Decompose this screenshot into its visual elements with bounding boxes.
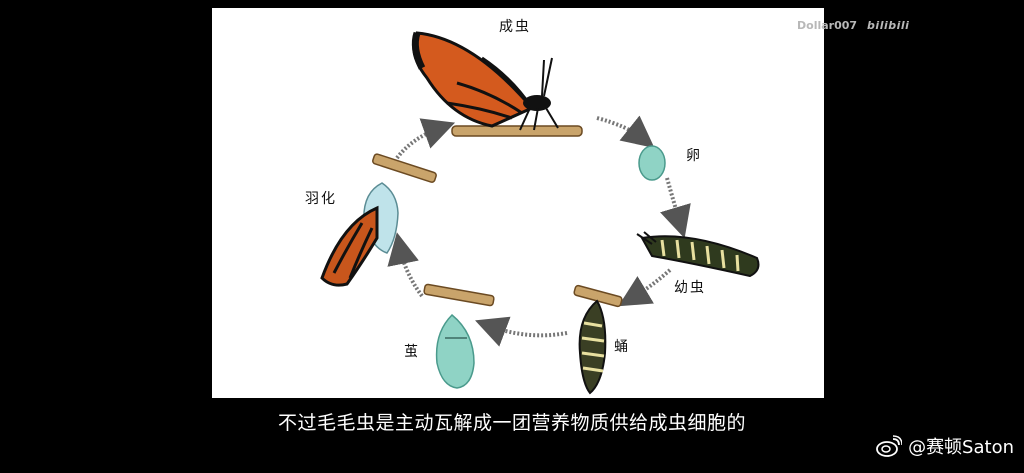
arrow-pupa-to-cocoon [475, 316, 568, 347]
weibo-icon [876, 435, 903, 457]
watermark-author: Dollar007 [797, 19, 858, 32]
arrow-larva-to-pupa [618, 268, 672, 307]
larva [636, 231, 760, 278]
watermark-platform: bilibili [867, 19, 910, 32]
stage-label-cocoon: 茧 [404, 344, 418, 360]
arrow-eclosion-to-adult [395, 118, 456, 160]
stage-label-larva: 幼虫 [674, 280, 706, 296]
stage-label-adult: 成虫 [499, 19, 531, 35]
arrow-egg-to-larva [660, 177, 691, 239]
arrow-cocoon-to-eclosion [387, 232, 424, 298]
arrow-adult-to-egg [596, 115, 655, 148]
adult-butterfly [411, 31, 583, 137]
stage-label-egg: 卵 [686, 148, 700, 164]
account-watermark: @赛顿Saton [876, 433, 1014, 459]
watermark: Dollar007 bilibili [797, 19, 909, 32]
egg [638, 145, 666, 181]
lifecycle-image: 成虫 卵 幼虫 蛹 茧 羽化 [212, 8, 824, 398]
stage-label-pupa: 蛹 [614, 339, 628, 355]
pupa-chrysalis [573, 284, 623, 395]
video-subtitle: 不过毛毛虫是主动瓦解成一团营养物质供给成虫细胞的 [277, 412, 746, 434]
stage-label-eclosion: 羽化 [305, 191, 337, 207]
lifecycle-illustration: 成虫 卵 幼虫 蛹 茧 羽化 [305, 19, 760, 395]
account-handle: @赛顿Saton [908, 437, 1014, 458]
eclosion-butterfly [320, 153, 437, 287]
cocoon [423, 283, 495, 389]
